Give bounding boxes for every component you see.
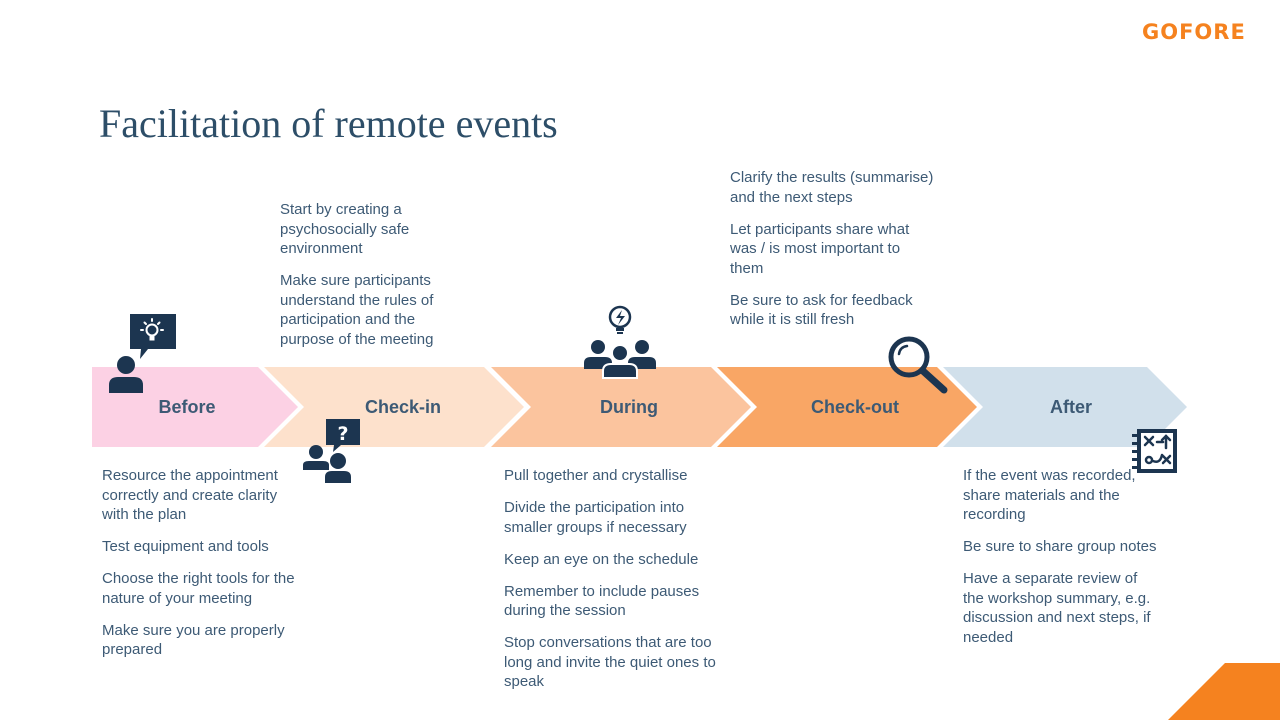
notes-during: Pull together and crystallise Divide the… <box>504 466 720 704</box>
note-checkin-1: Start by creating a psychosocially safe … <box>280 201 410 257</box>
stage-label-during: During <box>600 397 658 417</box>
note-before-1: Resource the appointment correctly and c… <box>102 467 278 523</box>
stage-shape-during <box>491 367 751 447</box>
note-after-1: If the event was recorded, share materia… <box>963 467 1136 523</box>
note-before-2: Test equipment and tools <box>102 538 269 555</box>
note-after-3: Have a separate review of the workshop s… <box>963 570 1151 646</box>
note-after-2: Be sure to share group notes <box>963 538 1157 555</box>
stage-shape-checkout <box>717 367 977 447</box>
person-with-idea-bubble-icon <box>109 314 176 393</box>
note-before-3: Choose the right tools for the nature of… <box>102 570 295 607</box>
note-before-4: Make sure you are properly prepared <box>102 621 285 659</box>
people-question-icon: ? <box>303 419 360 483</box>
magnifier-icon <box>888 336 948 394</box>
note-checkin-2: Make sure participants understand the ru… <box>280 272 434 348</box>
svg-text:?: ? <box>337 423 348 445</box>
stage-label-before: Before <box>158 397 216 417</box>
notes-checkin: Start by creating a psychosocially safe … <box>280 200 458 362</box>
notes-before: Resource the appointment correctly and c… <box>102 466 298 672</box>
notes-checkout: Clarify the results (summarise) and the … <box>730 168 936 342</box>
group-with-lightbulb-icon <box>584 305 656 379</box>
note-during-5: Stop conversations that are too long and… <box>504 634 716 690</box>
stage-label-checkin: Check-in <box>364 397 442 417</box>
note-checkout-1: Clarify the results (summarise) and the … <box>730 169 934 206</box>
gofore-logo: GOFORE <box>1142 20 1246 44</box>
notes-after: If the event was recorded, share materia… <box>963 466 1159 660</box>
note-during-3: Keep an eye on the schedule <box>504 550 699 568</box>
stage-label-checkout: Check-out <box>810 397 899 417</box>
note-during-1: Pull together and crystallise <box>504 467 688 484</box>
note-during-4: Remember to include pauses during the se… <box>504 582 700 620</box>
strategy-board-icon <box>1132 429 1177 473</box>
stage-shape-after <box>943 367 1187 447</box>
note-during-2: Divide the participation into smaller gr… <box>504 499 687 536</box>
note-checkout-2: Let participants share what was / is mos… <box>730 220 910 277</box>
note-checkout-3: Be sure to ask for feedback while it is … <box>730 291 913 329</box>
stage-label-after: After <box>1049 397 1092 417</box>
page-title: Facilitation of remote events <box>99 101 558 146</box>
stage-shape-before <box>92 367 298 447</box>
